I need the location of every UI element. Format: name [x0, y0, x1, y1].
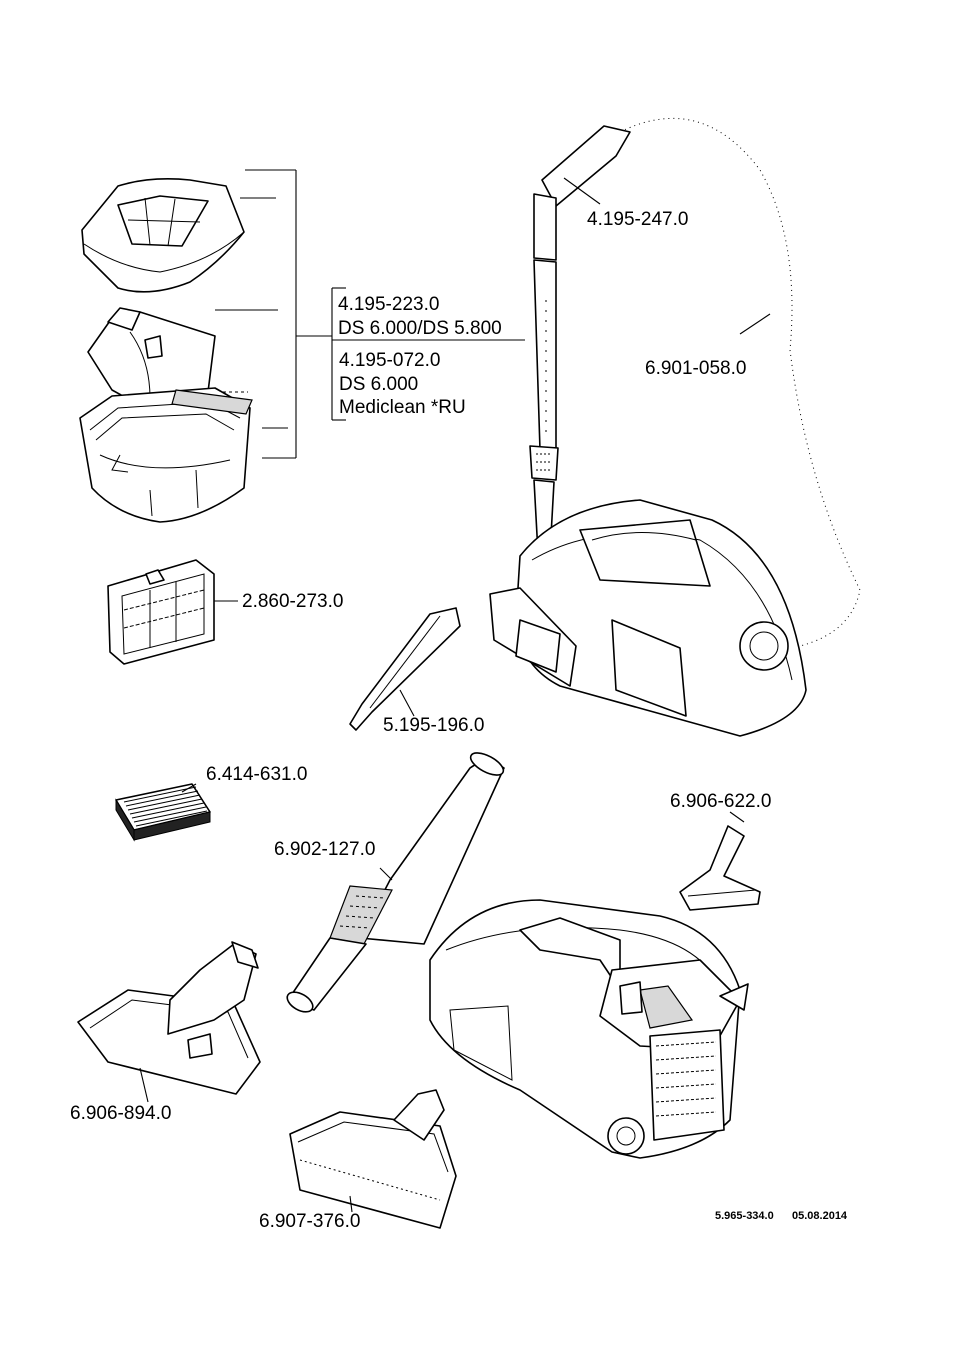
crevice-nozzle: [349, 607, 461, 731]
upholstery-nozzle: [679, 811, 761, 911]
label-water-filter-group-a-number: 4.195-223.0: [338, 294, 440, 315]
group-bracket: [215, 169, 525, 459]
water-filter-tank: [79, 387, 253, 523]
label-intermediate-filter: 2.860-273.0: [242, 591, 344, 612]
label-water-filter-group-a-models: DS 6.000/DS 5.800: [338, 318, 502, 339]
document-number: 5.965-334.0: [715, 1210, 774, 1222]
label-crevice-nozzle: 5.195-196.0: [383, 715, 485, 736]
label-floor-nozzle: 6.907-376.0: [259, 1211, 361, 1232]
label-hepa-filter: 6.414-631.0: [206, 764, 308, 785]
label-water-filter-group-b-number: 4.195-072.0: [339, 350, 441, 371]
label-floor-nozzle-switchable: 6.906-894.0: [70, 1103, 172, 1124]
hepa-filter: [115, 783, 211, 842]
label-water-filter-group-b-variant: Mediclean *RU: [339, 397, 466, 418]
label-hose: 6.901-058.0: [645, 358, 747, 379]
label-handle-tube: 4.195-247.0: [587, 209, 689, 230]
water-filter-lid: [81, 178, 245, 293]
label-water-filter-group-b-model: DS 6.000: [339, 374, 419, 395]
vacuum-cleaner-open: [429, 899, 749, 1159]
label-upholstery-nozzle: 6.906-622.0: [670, 791, 772, 812]
floor-nozzle-switchable: [77, 941, 261, 1103]
vacuum-cleaner-assembled: [489, 113, 866, 737]
suction-tube: [286, 752, 505, 1013]
document-date: 05.08.2014: [792, 1210, 848, 1222]
label-suction-tube: 6.902-127.0: [274, 839, 376, 860]
intermediate-filter: [107, 559, 238, 665]
floor-nozzle: [289, 1089, 457, 1229]
